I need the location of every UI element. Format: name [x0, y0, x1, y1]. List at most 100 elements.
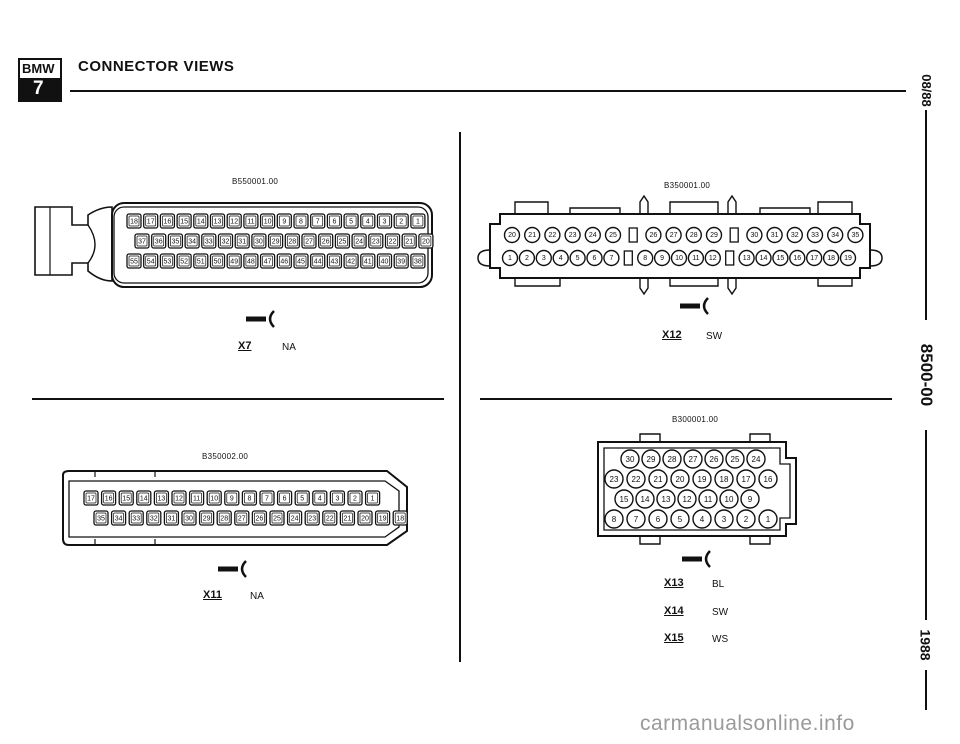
connector-pin: 10	[719, 489, 739, 509]
pin-number: 20	[676, 475, 685, 484]
pin-number: 30	[751, 232, 759, 239]
header-rule	[70, 90, 920, 92]
pin-number: 2	[353, 496, 357, 503]
pin-number: 4	[318, 496, 322, 503]
x11-color: NA	[250, 591, 264, 602]
connector-pin: 35	[167, 233, 184, 249]
connector-pin: 8	[636, 249, 654, 267]
pin-number: 26	[710, 455, 719, 464]
connector-pin: 39	[393, 253, 409, 269]
connector-pin: 24	[584, 226, 602, 244]
connector-pin: 32	[217, 233, 234, 249]
connector-pin: 23	[564, 226, 581, 244]
connector-pin: 7	[603, 249, 620, 267]
connector-pin: 20	[670, 469, 690, 489]
connector-pin: 47	[259, 253, 276, 269]
pin-number: 10	[210, 496, 218, 503]
connector-pin: 27	[683, 449, 703, 469]
connector-pin: 8	[604, 509, 624, 529]
pin-number: 42	[347, 259, 355, 266]
connector-pin: 19	[374, 510, 391, 526]
pin-number: 22	[389, 239, 397, 246]
connector-pin: 34	[184, 233, 200, 249]
pin-number: 36	[155, 239, 163, 246]
pin-number: 1	[416, 219, 420, 226]
connector-pin: 17	[806, 249, 823, 267]
pin-number: 32	[150, 516, 158, 523]
pin-number: 5	[576, 255, 580, 262]
pin-number: 25	[609, 232, 617, 239]
pin-number: 13	[662, 495, 671, 504]
logo-number: 7	[33, 78, 44, 99]
connector-pin: 21	[339, 510, 356, 526]
connector-pin: 12	[704, 249, 722, 267]
pin-number: 48	[247, 259, 255, 266]
logo-text: BMW	[22, 61, 55, 76]
x13-part-number: B300001.00	[672, 415, 719, 424]
connector-pin: 32	[146, 510, 162, 526]
pin-number: 18	[720, 475, 729, 484]
connector-pin: 9	[653, 249, 671, 267]
pin-number: 27	[305, 239, 313, 246]
pin-number: 22	[326, 516, 334, 523]
pin-number: 53	[164, 259, 172, 266]
pin-number: 10	[264, 219, 272, 226]
connector-pin: 1	[501, 249, 519, 267]
connector-pin: 53	[159, 253, 176, 269]
connector-pin: 34	[110, 510, 127, 526]
connector-pin: 19	[839, 249, 857, 267]
connector-pin: 32	[786, 226, 803, 244]
watermark: carmanualsonline.info	[640, 712, 855, 735]
connector-pin: 5	[294, 490, 310, 506]
connector-pin: 16	[100, 490, 117, 506]
pin-number: 45	[297, 259, 305, 266]
connector-pin: 16	[758, 469, 778, 489]
pin-number: 4	[700, 515, 705, 524]
pin-number: 9	[230, 496, 234, 503]
pin-number: 46	[280, 259, 288, 266]
pin-number: 5	[300, 496, 304, 503]
connector-pin: 9	[276, 213, 292, 229]
pin-number: 4	[366, 219, 370, 226]
x7-part-number: B550001.00	[232, 177, 279, 186]
connector-pin: 25	[269, 510, 285, 526]
pin-number: 41	[364, 259, 372, 266]
connector-pin: 3	[535, 249, 553, 267]
connector-pin: 18	[392, 510, 408, 526]
connector-pin: 26	[704, 449, 724, 469]
pin-number: 21	[344, 516, 352, 523]
connector-pin: 16	[159, 213, 176, 229]
pin-number: 13	[158, 496, 166, 503]
connector-pin: 43	[326, 253, 343, 269]
x12-color: SW	[706, 331, 723, 342]
pin-number: 34	[831, 232, 839, 239]
pin-number: 10	[725, 495, 734, 504]
connector-pin: 31	[766, 226, 783, 244]
pin-number: 20	[422, 239, 430, 246]
pin-number: 18	[396, 516, 404, 523]
connector-pin: 31	[163, 510, 180, 526]
pin-number: 7	[609, 255, 613, 262]
connector-pin: 25	[334, 233, 351, 249]
connector-pin: 36	[151, 233, 167, 249]
pin-number: 6	[593, 255, 597, 262]
connector-pin: 6	[326, 213, 343, 229]
pin-number: 15	[777, 255, 785, 262]
connector-pin: 12	[171, 490, 187, 506]
connector-pin: 14	[136, 490, 152, 506]
pin-number: 29	[710, 232, 718, 239]
connector-pin: 2	[736, 509, 756, 529]
pin-number: 8	[643, 255, 647, 262]
connector-pin: 30	[251, 233, 267, 249]
side-date: 08/88	[906, 70, 946, 110]
pin-number: 9	[660, 255, 664, 262]
pin-number: 3	[383, 219, 387, 226]
connector-pin: 4	[360, 213, 376, 229]
pin-number: 14	[641, 495, 650, 504]
connector-pin: 54	[143, 253, 159, 269]
connector-pin: 17	[83, 490, 99, 506]
connector-pin: 9	[224, 490, 240, 506]
x12-label: X12	[662, 329, 682, 341]
